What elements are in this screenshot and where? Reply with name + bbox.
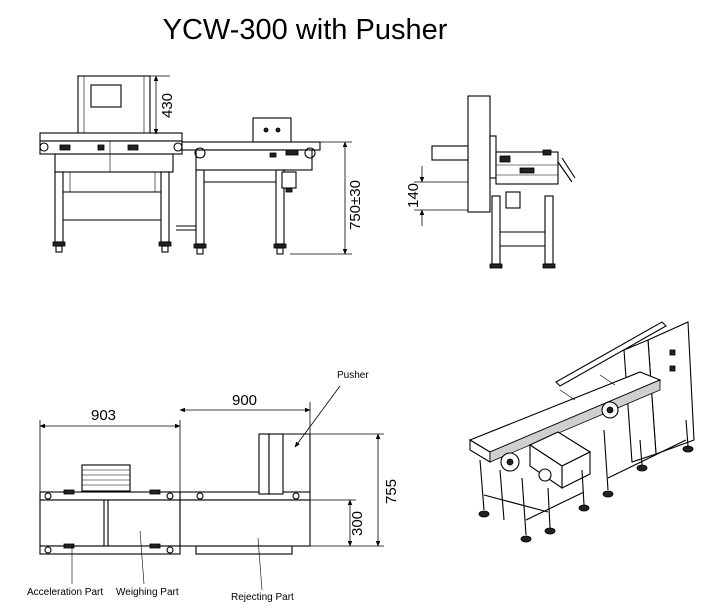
isometric-view xyxy=(468,321,695,543)
label-pusher: Pusher xyxy=(337,370,369,381)
label-weighing-part: Weighing Part xyxy=(116,587,179,598)
dim-750: 750±30 xyxy=(347,180,364,230)
side-view xyxy=(414,95,576,269)
dim-900: 900 xyxy=(232,392,257,409)
dim-430: 430 xyxy=(159,93,176,118)
dim-755: 755 xyxy=(383,479,400,504)
dim-300: 300 xyxy=(349,511,366,536)
page-title: YCW-300 with Pusher xyxy=(162,14,448,46)
label-rejecting-part: Rejecting Part xyxy=(231,592,294,603)
dim-140: 140 xyxy=(405,183,422,208)
top-view xyxy=(39,385,384,591)
front-view xyxy=(39,75,352,255)
dim-903: 903 xyxy=(91,407,116,424)
label-acceleration-part: Acceleration Part xyxy=(27,587,103,598)
